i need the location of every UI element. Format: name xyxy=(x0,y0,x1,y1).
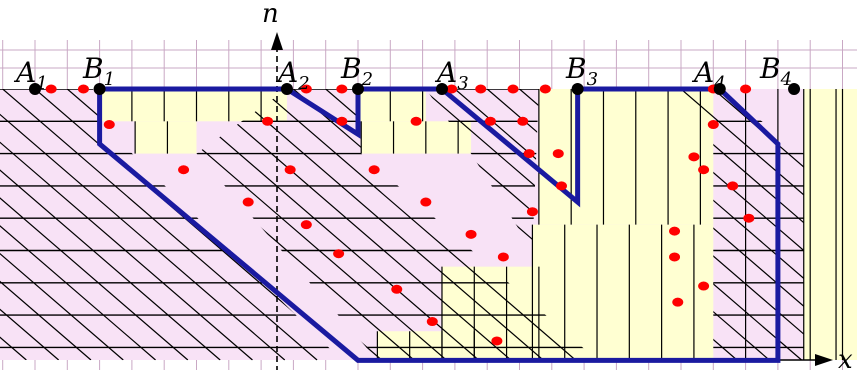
red-dot-marker xyxy=(426,317,438,327)
guide-grid xyxy=(0,40,857,370)
red-dot-marker xyxy=(707,120,719,130)
hatch-line xyxy=(228,89,544,361)
hatch-line xyxy=(0,89,189,361)
x-axis-arrowhead xyxy=(815,354,833,366)
red-dot-marker xyxy=(698,165,710,175)
red-dot-marker xyxy=(517,116,529,126)
red-dot-marker xyxy=(242,197,254,207)
endpoint-a3-marker xyxy=(435,83,448,95)
red-dot-marker xyxy=(103,120,115,130)
red-dot-marker xyxy=(465,229,477,239)
point-label-b1: B1 xyxy=(82,52,115,90)
red-dot-marker xyxy=(262,116,274,126)
yellow-tile-block xyxy=(538,89,714,225)
hatch-line xyxy=(260,89,576,361)
endpoint-a4-marker xyxy=(713,83,726,95)
red-dot-marker xyxy=(669,226,681,236)
hatch-line xyxy=(2,89,318,361)
yellow-tile-block xyxy=(358,89,426,122)
yellow-tile-block xyxy=(135,121,197,154)
red-dot-marker xyxy=(410,116,422,126)
path-a2-b2 xyxy=(285,86,361,139)
red-dot-marker xyxy=(484,116,496,126)
blue-boundary-paths xyxy=(97,86,781,363)
red-dot-marker xyxy=(688,152,700,162)
x-axis-label: x xyxy=(838,345,853,370)
point-label-a2: A2 xyxy=(275,56,310,94)
endpoint-markers xyxy=(29,83,801,95)
point-label-a1: A1 xyxy=(13,56,48,94)
endpoint-b3-marker xyxy=(571,83,584,95)
red-dot-marker xyxy=(497,252,509,262)
yellow-tile-block xyxy=(532,224,714,361)
red-dot-marker xyxy=(333,249,345,259)
point-label-a4: A4 xyxy=(691,56,726,94)
hatch-line xyxy=(196,89,512,361)
point-label-b4: B4 xyxy=(759,52,792,90)
yellow-tile-block xyxy=(361,121,472,154)
red-dot-marker xyxy=(420,197,432,207)
endpoint-a1-marker xyxy=(29,83,41,95)
red-dot-marker xyxy=(45,84,57,94)
red-dot-marker xyxy=(178,165,190,175)
red-dot-marker xyxy=(446,84,458,94)
hatch-line xyxy=(0,89,156,361)
red-dot-marker xyxy=(555,181,567,191)
red-dot-marker xyxy=(698,281,710,291)
red-dot-marker xyxy=(300,220,312,230)
red-dot-marker xyxy=(526,207,538,217)
yellow-tile-block xyxy=(99,89,287,122)
hatch-line xyxy=(0,89,221,361)
n-axis-label: n xyxy=(262,0,279,29)
endpoint-b2-marker xyxy=(352,83,364,95)
red-dot-marker xyxy=(300,84,312,94)
hatch-line xyxy=(0,89,253,361)
red-dot-marker xyxy=(672,297,684,307)
red-dot-marker xyxy=(475,84,487,94)
point-label-b2: B2 xyxy=(340,52,373,90)
red-dot-marker xyxy=(669,252,681,262)
red-dot-marker xyxy=(391,284,403,294)
path-a3-b3 xyxy=(440,87,581,208)
hatch-line xyxy=(0,89,92,361)
red-dot-marker xyxy=(284,165,296,175)
red-dot-marker xyxy=(336,84,348,94)
red-dot-marker xyxy=(491,336,503,346)
red-dot-marker xyxy=(743,213,755,223)
endpoint-b4-marker xyxy=(788,83,801,95)
red-dot-marker xyxy=(336,116,348,126)
red-dot-marker xyxy=(368,165,380,175)
red-dot-marker xyxy=(539,84,551,94)
hatch-line xyxy=(680,89,804,361)
point-labels: n x A1 B1 A2 B2 A3 B3 A4 B4 xyxy=(13,0,853,370)
red-dot-marker xyxy=(740,84,752,94)
hatch-line xyxy=(0,89,124,361)
axes xyxy=(271,32,833,370)
point-label-b3: B3 xyxy=(565,52,598,90)
path-outer-b1-a4 xyxy=(97,87,781,363)
hatch-line xyxy=(0,89,286,361)
yellow-tile-block xyxy=(377,331,475,361)
red-dot-marker xyxy=(523,149,535,159)
red-dot-marker xyxy=(552,149,564,159)
yellow-tile-block xyxy=(803,89,857,360)
red-dot-marker xyxy=(77,84,89,94)
red-dot-marker xyxy=(727,181,739,191)
endpoint-b1-marker xyxy=(93,83,106,95)
point-label-a3: A3 xyxy=(434,56,469,94)
red-dot-marker xyxy=(507,84,519,94)
n-axis-arrowhead xyxy=(271,32,283,50)
endpoint-a2-marker xyxy=(280,83,293,95)
hatch-line xyxy=(0,89,60,361)
